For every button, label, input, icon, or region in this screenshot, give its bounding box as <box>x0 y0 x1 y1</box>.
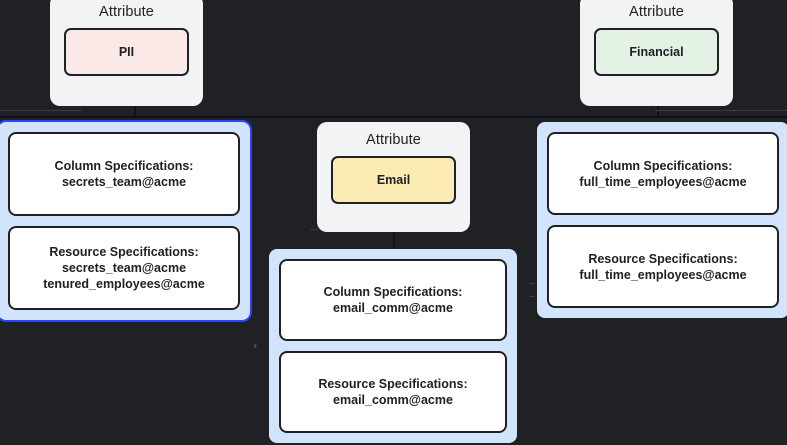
attribute-card-pii[interactable]: Attribute PII <box>50 0 203 106</box>
attribute-card-financial[interactable]: Attribute Financial <box>580 0 733 106</box>
column-specifications-value: full_time_employees@acme <box>579 174 747 189</box>
edge-hairline-right <box>655 110 787 111</box>
attribute-card-email-title: Attribute <box>366 132 421 148</box>
edge-pii-to-secrets-team-horizontal <box>0 116 250 118</box>
resource-specifications-value: full_time_employees@acme <box>579 267 747 282</box>
edge-hairline-mid-right <box>529 283 537 284</box>
edge-email-to-email-comm <box>393 231 395 247</box>
spec-panel-full-time-employees[interactable]: Column Specifications: full_time_employe… <box>535 120 787 320</box>
attribute-chip-email[interactable]: Email <box>331 156 456 204</box>
column-specifications-value: email_comm@acme <box>333 301 453 315</box>
column-specifications-value: secrets_team@acme <box>61 175 187 189</box>
column-specifications-heading: Column Specifications: <box>54 159 194 173</box>
edge-financial-down-stub <box>657 106 659 118</box>
resource-specifications-value-2: tenured_employees@acme <box>43 277 205 291</box>
attribute-card-pii-title: Attribute <box>99 4 154 20</box>
resource-specifications-box-secrets-team[interactable]: Resource Specifications: secrets_team@ac… <box>8 226 240 310</box>
resource-specifications-value-1: secrets_team@acme <box>61 261 187 275</box>
resource-specifications-heading: Resource Specifications: <box>318 377 468 391</box>
column-specifications-heading: Column Specifications: <box>593 158 733 173</box>
edge-hairline-mid-right-lower <box>529 296 537 297</box>
resource-specifications-heading: Resource Specifications: <box>588 251 738 266</box>
edge-hairline-email <box>310 229 318 230</box>
attribute-chip-financial[interactable]: Financial <box>594 28 719 76</box>
expand-chevron-icon[interactable]: › <box>253 339 258 352</box>
column-specifications-heading: Column Specifications: <box>323 285 463 299</box>
attribute-card-email[interactable]: Attribute Email <box>317 122 470 232</box>
edge-hairline-left <box>0 110 82 111</box>
resource-specifications-box-email-comm[interactable]: Resource Specifications: email_comm@acme <box>279 351 507 433</box>
spec-panel-secrets-team[interactable]: Column Specifications: secrets_team@acme… <box>0 120 252 322</box>
column-specifications-box-full-time-employees[interactable]: Column Specifications: full_time_employe… <box>547 132 779 215</box>
column-specifications-box-email-comm[interactable]: Column Specifications: email_comm@acme <box>279 259 507 341</box>
resource-specifications-value: email_comm@acme <box>333 393 453 407</box>
edge-pii-down-stub <box>134 106 136 118</box>
attribute-card-financial-title: Attribute <box>629 4 684 20</box>
attribute-chip-pii[interactable]: PII <box>64 28 189 76</box>
resource-specifications-heading: Resource Specifications: <box>49 245 199 259</box>
column-specifications-box-secrets-team[interactable]: Column Specifications: secrets_team@acme <box>8 132 240 216</box>
edge-main-horizontal-bus <box>250 116 787 118</box>
spec-panel-email-comm[interactable]: Column Specifications: email_comm@acme R… <box>267 247 519 445</box>
resource-specifications-box-full-time-employees[interactable]: Resource Specifications: full_time_emplo… <box>547 225 779 308</box>
edge-to-full-time-employees <box>534 116 787 118</box>
